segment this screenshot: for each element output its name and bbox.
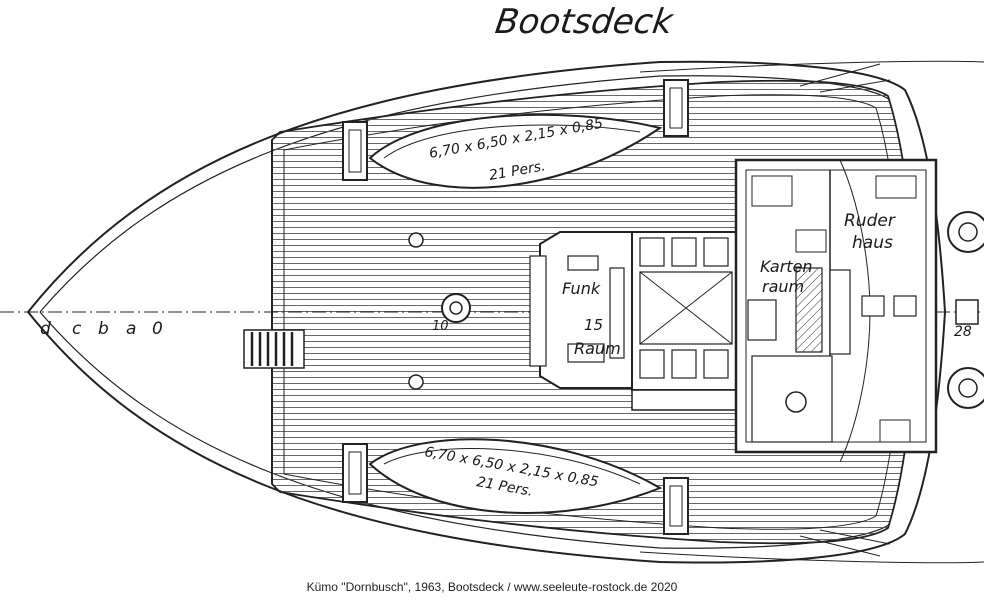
frame-mark: b: [98, 319, 109, 339]
radio-room-label-2: 15: [584, 316, 603, 334]
lifeboat-upper: 6,70 x 6,50 x 2,15 x 0,85 21 Pers.: [342, 79, 689, 189]
image-caption: Kümo "Dornbusch", 1963, Bootsdeck / www.…: [306, 580, 678, 594]
frame-mark: c: [72, 319, 82, 339]
deck-plan-drawing: Bootsdeck d c b a 0 6,70 x 6,50: [0, 2, 984, 564]
wheelhouse-label-1: Ruder: [844, 211, 896, 231]
bridge-wings: 28: [947, 211, 984, 409]
deck-fittings: 10: [408, 232, 471, 390]
chart-room-label-2: raum: [762, 277, 804, 296]
radio-room-label-3: Raum: [574, 339, 621, 358]
frame-number-mid: 10: [432, 319, 449, 334]
frame-marks: d c b a 0: [40, 319, 163, 339]
radio-room: Funk 15 Raum: [529, 231, 633, 389]
skylight: [631, 231, 741, 411]
wheelhouse-label-2: haus: [852, 233, 893, 253]
wheelhouse-block: Karten raum Ruder haus: [734, 158, 938, 463]
frame-mark: a: [126, 319, 136, 339]
davit-lines: [799, 63, 891, 557]
frame-mark: d: [40, 319, 51, 339]
radio-room-label-1: Funk: [562, 279, 601, 298]
frame-mark: 0: [152, 319, 163, 339]
chart-room-label-1: Karten: [760, 257, 813, 276]
lifeboat-lower: 6,70 x 6,50 x 2,15 x 0,85 21 Pers.: [342, 438, 689, 535]
ladder: [243, 329, 305, 369]
frame-number-aft: 28: [954, 324, 972, 340]
drawing-title: Bootsdeck: [493, 2, 677, 42]
